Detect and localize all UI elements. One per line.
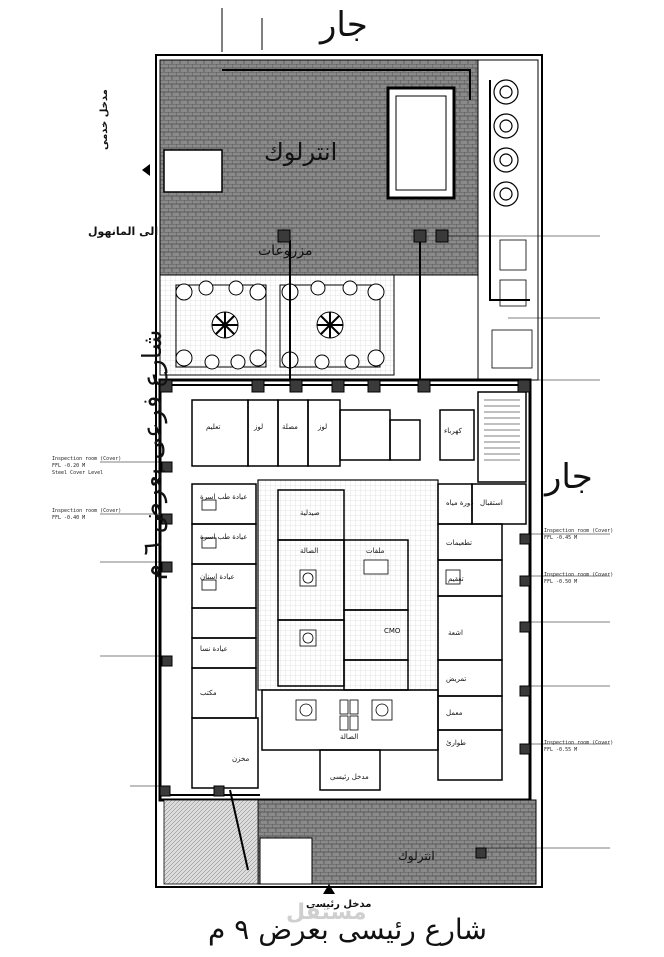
site-boundary [155,54,543,888]
top-marks [221,8,263,52]
room-toilets: دورة مياه [446,499,474,507]
pool-inner [395,95,447,191]
room-clinic-2: عيادة طب اسرة [200,533,248,541]
right-neighbor-label: جار [545,457,593,497]
top-neighbor-label: جار [320,5,368,45]
room-nursing: تمريض [446,675,467,683]
room-clinic-women: عيادة نسا [200,645,228,653]
furniture [201,499,461,731]
room-laz1: لوز [254,423,264,431]
central-hall [257,479,439,691]
left-strip [163,799,259,885]
service-entrance-arrow [142,164,150,176]
inspection-chambers [159,229,531,859]
room-store: مخزن [232,755,250,763]
callout-10: Inspection room (Cover) [544,740,614,746]
room-registration: استقبال [480,499,503,507]
room-wait-top: الصالة [300,547,319,555]
room-entrance: مدخل رئيسى [330,773,369,781]
room-mashla: مصلة [282,423,298,431]
callout-11: FFL -0.55 M [544,747,578,753]
left-street-label: شارع فرعى بعرض ٦ م [138,329,168,580]
room-kahraba: كهرباء [444,427,462,435]
room-files: ملفات [366,547,385,555]
stairs [484,399,520,461]
bottom-street-label: شارع رئيسى بعرض ٩ م [208,913,487,946]
callout-1: Inspection room (Cover) [52,456,122,462]
to-manhole-label: الى المانهول [88,225,159,238]
room-ultrasound: تعقيم [448,575,464,583]
room-taalim: تعليم [206,423,221,431]
water-tanks [493,79,519,207]
room-emergency: طوارئ [446,739,466,747]
main-entrance-label: مدخل رئيسى [306,899,372,910]
interlock-top-label: انترلوك [264,138,338,166]
room-saydaliya: صيدلية [300,509,320,517]
room-cmo: CMO [384,627,401,635]
room-wait-bottom: الصالة [340,733,359,741]
room-clinic-general: عيادة طب اسرة [200,493,248,501]
entrance-plaza [259,837,313,885]
callout-9: FFL -0.50 M [544,579,578,585]
drainage-pipes [160,69,530,871]
main-entrance-arrow [323,884,335,894]
watermark: مستقل [286,900,367,925]
callout-4: Inspection room (Cover) [52,508,122,514]
room-lab: معمل [446,709,463,717]
room-xray: اشعة [448,629,463,637]
service-strip [477,59,539,381]
callout-3: Steel Cover Level [52,470,104,476]
leader-lines [100,235,610,849]
room-laz2: لوز [318,423,328,431]
interlock-bottom-label: انترلوك [398,849,435,863]
callout-5: FFL -0.40 M [52,515,86,521]
callout-7: FFL -0.45 M [544,535,578,541]
room-walls [191,391,527,791]
callout-8: Inspection room (Cover) [544,572,614,578]
palm-fronds [212,312,343,338]
equipment-boxes [491,239,533,369]
service-entrance-label: مدخل خدمى [99,89,110,150]
room-clinic-teeth: عيادة اسنان [200,573,235,581]
planters-label: مزروعات [258,243,313,259]
callout-2: FFL -0.20 M [52,463,86,469]
room-vaccines: تطعيمات [446,539,472,547]
service-room [163,149,223,193]
room-office: مكتب [200,689,217,697]
callout-6: Inspection room (Cover) [544,528,614,534]
